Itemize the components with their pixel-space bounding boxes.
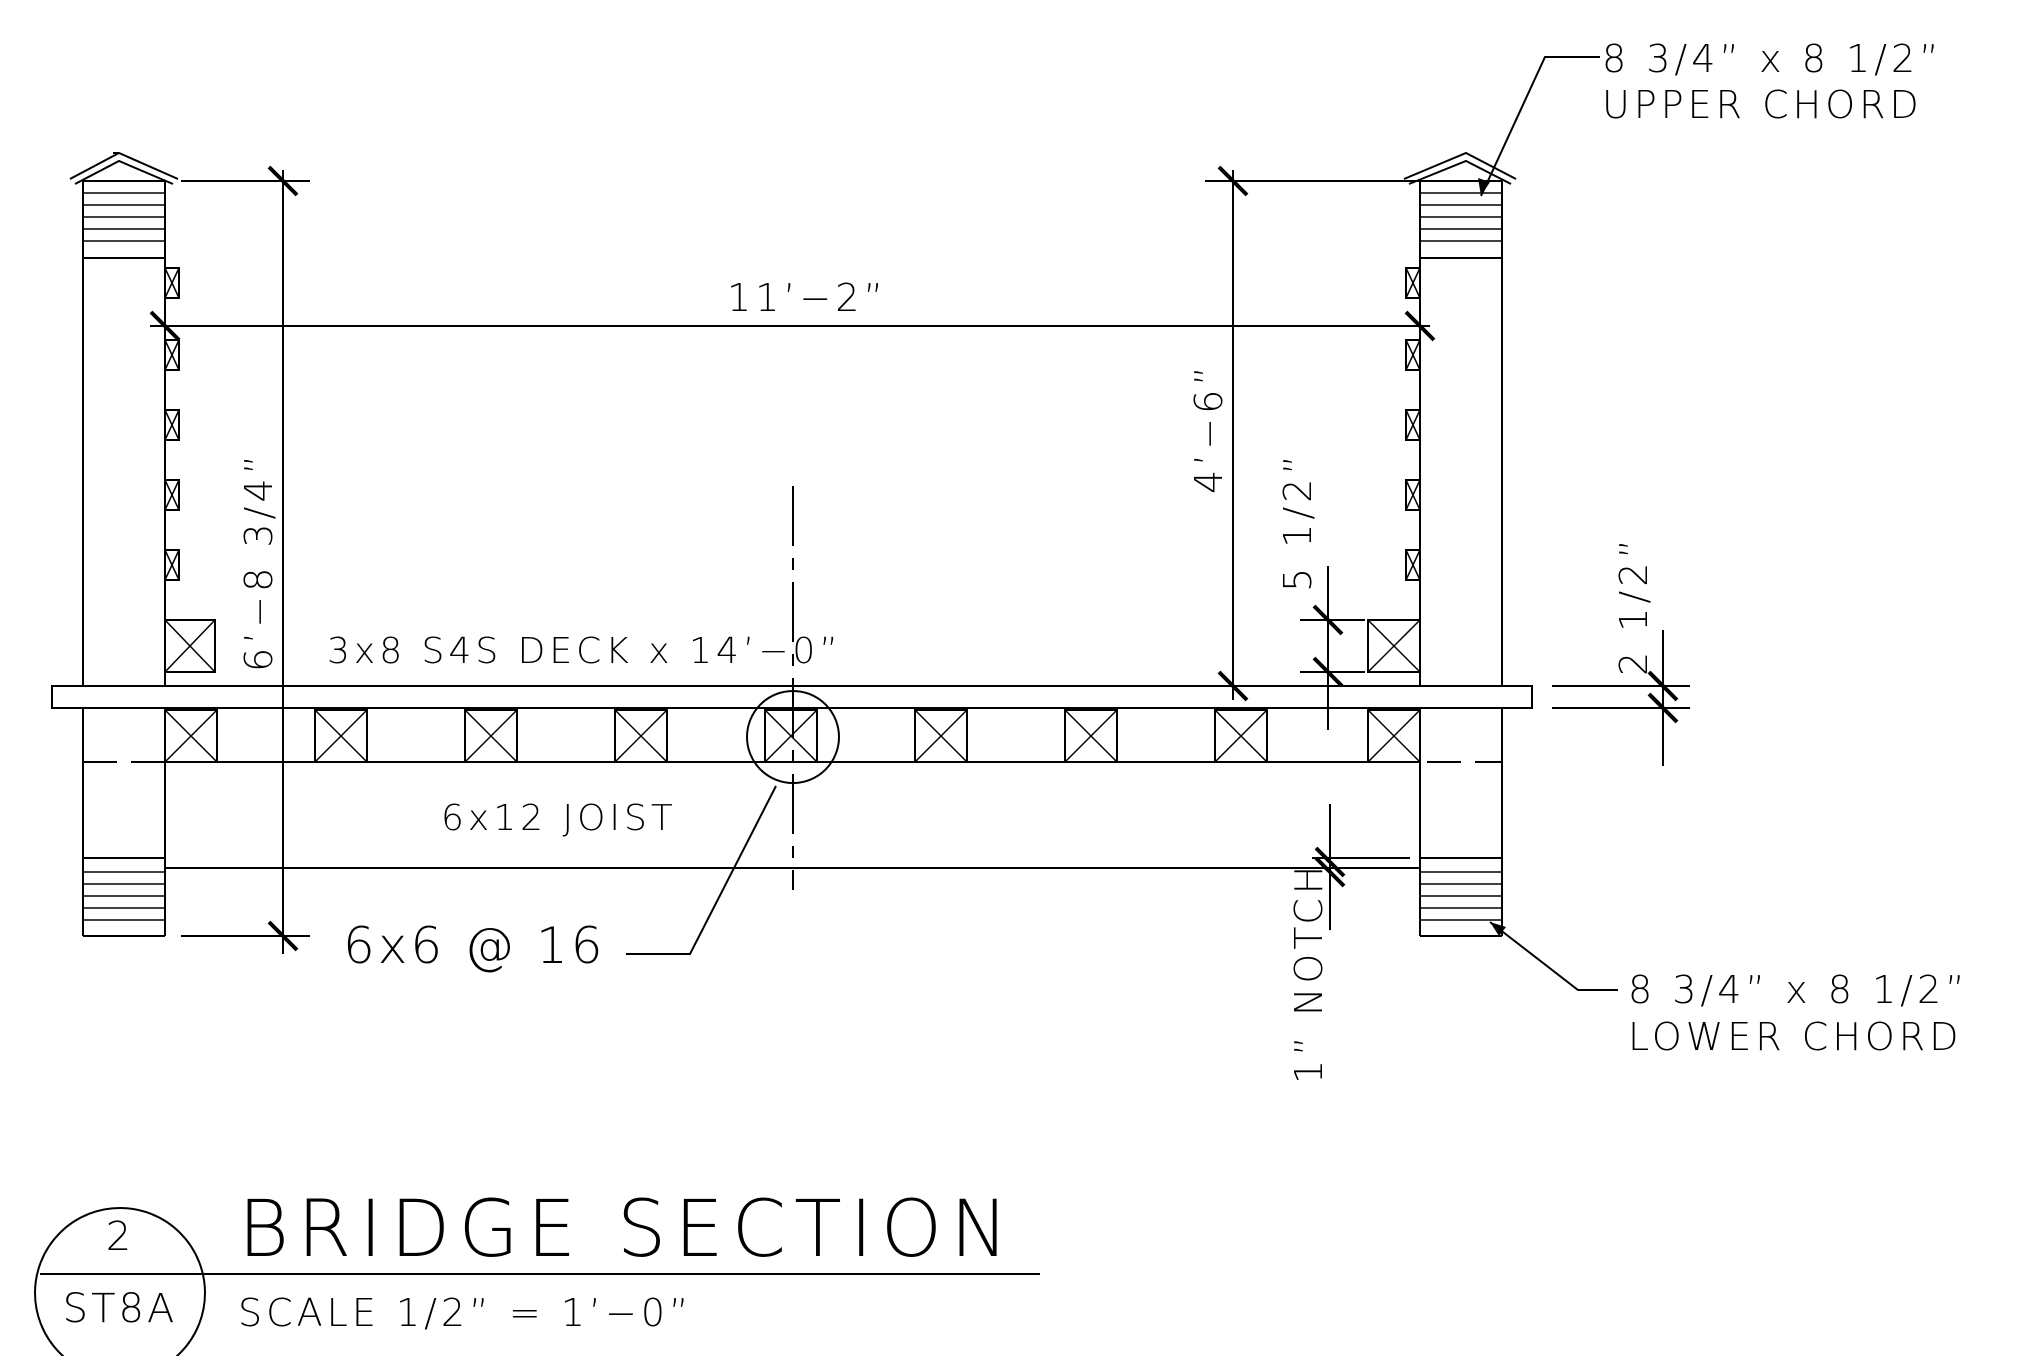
stringer-6x6 xyxy=(1064,709,1118,763)
right-blocking xyxy=(1405,267,1421,581)
right-lower-chord xyxy=(1420,857,1502,921)
upper-chord-label: UPPER CHORD xyxy=(1602,83,1923,127)
stringers xyxy=(164,709,1421,763)
section-title: BRIDGE SECTION xyxy=(238,1185,1017,1275)
left-lower-chord xyxy=(83,857,165,921)
leaders xyxy=(626,56,1618,991)
stringer-6x6 xyxy=(914,709,968,763)
stringer-6x6 xyxy=(314,709,368,763)
stringer-6x6 xyxy=(764,709,818,763)
left-upper-chord xyxy=(83,180,165,259)
left-truss-post xyxy=(69,151,216,937)
span-dim: 11’−2” xyxy=(727,276,887,320)
left-blocking xyxy=(164,267,180,581)
stringer-6x6 xyxy=(464,709,518,763)
detail-number: 2 xyxy=(106,1214,134,1260)
stringer-6x6 xyxy=(1214,709,1268,763)
deck-offset-dim: 2 1/2” xyxy=(1612,535,1656,676)
right-upper-chord xyxy=(1420,180,1502,259)
stringer-6x6 xyxy=(1367,709,1421,763)
sheet-number: ST8A xyxy=(63,1286,178,1332)
rail-height-dim: 4’−6” xyxy=(1187,362,1231,494)
stringer-6x6 xyxy=(164,709,218,763)
joist-label: 6x12 JOIST xyxy=(441,798,677,839)
stringer-6x6 xyxy=(614,709,668,763)
deck-thickness-dim: 5 1/2” xyxy=(1276,451,1320,592)
right-curb xyxy=(1367,619,1421,673)
deck-label: 3x8 S4S DECK x 14’−0” xyxy=(327,631,842,672)
dimensions xyxy=(149,165,1690,954)
right-truss-post xyxy=(1367,151,1517,937)
notch-label: 1” NOTCH xyxy=(1287,862,1331,1084)
height-dim: 6’−8 3/4” xyxy=(237,451,281,672)
lower-chord-dim: 8 3/4” x 8 1/2” xyxy=(1628,968,1969,1012)
upper-chord-dim: 8 3/4” x 8 1/2” xyxy=(1602,37,1943,81)
stringer-label: 6x6 @ 16 xyxy=(343,917,606,975)
title-block: 2 ST8A BRIDGE SECTION SCALE 1/2” = 1’−0” xyxy=(34,1185,1040,1356)
scale-label: SCALE 1/2” = 1’−0” xyxy=(238,1291,693,1335)
lower-chord-label: LOWER CHORD xyxy=(1628,1015,1962,1059)
left-curb xyxy=(164,619,216,673)
centerline xyxy=(746,486,840,890)
